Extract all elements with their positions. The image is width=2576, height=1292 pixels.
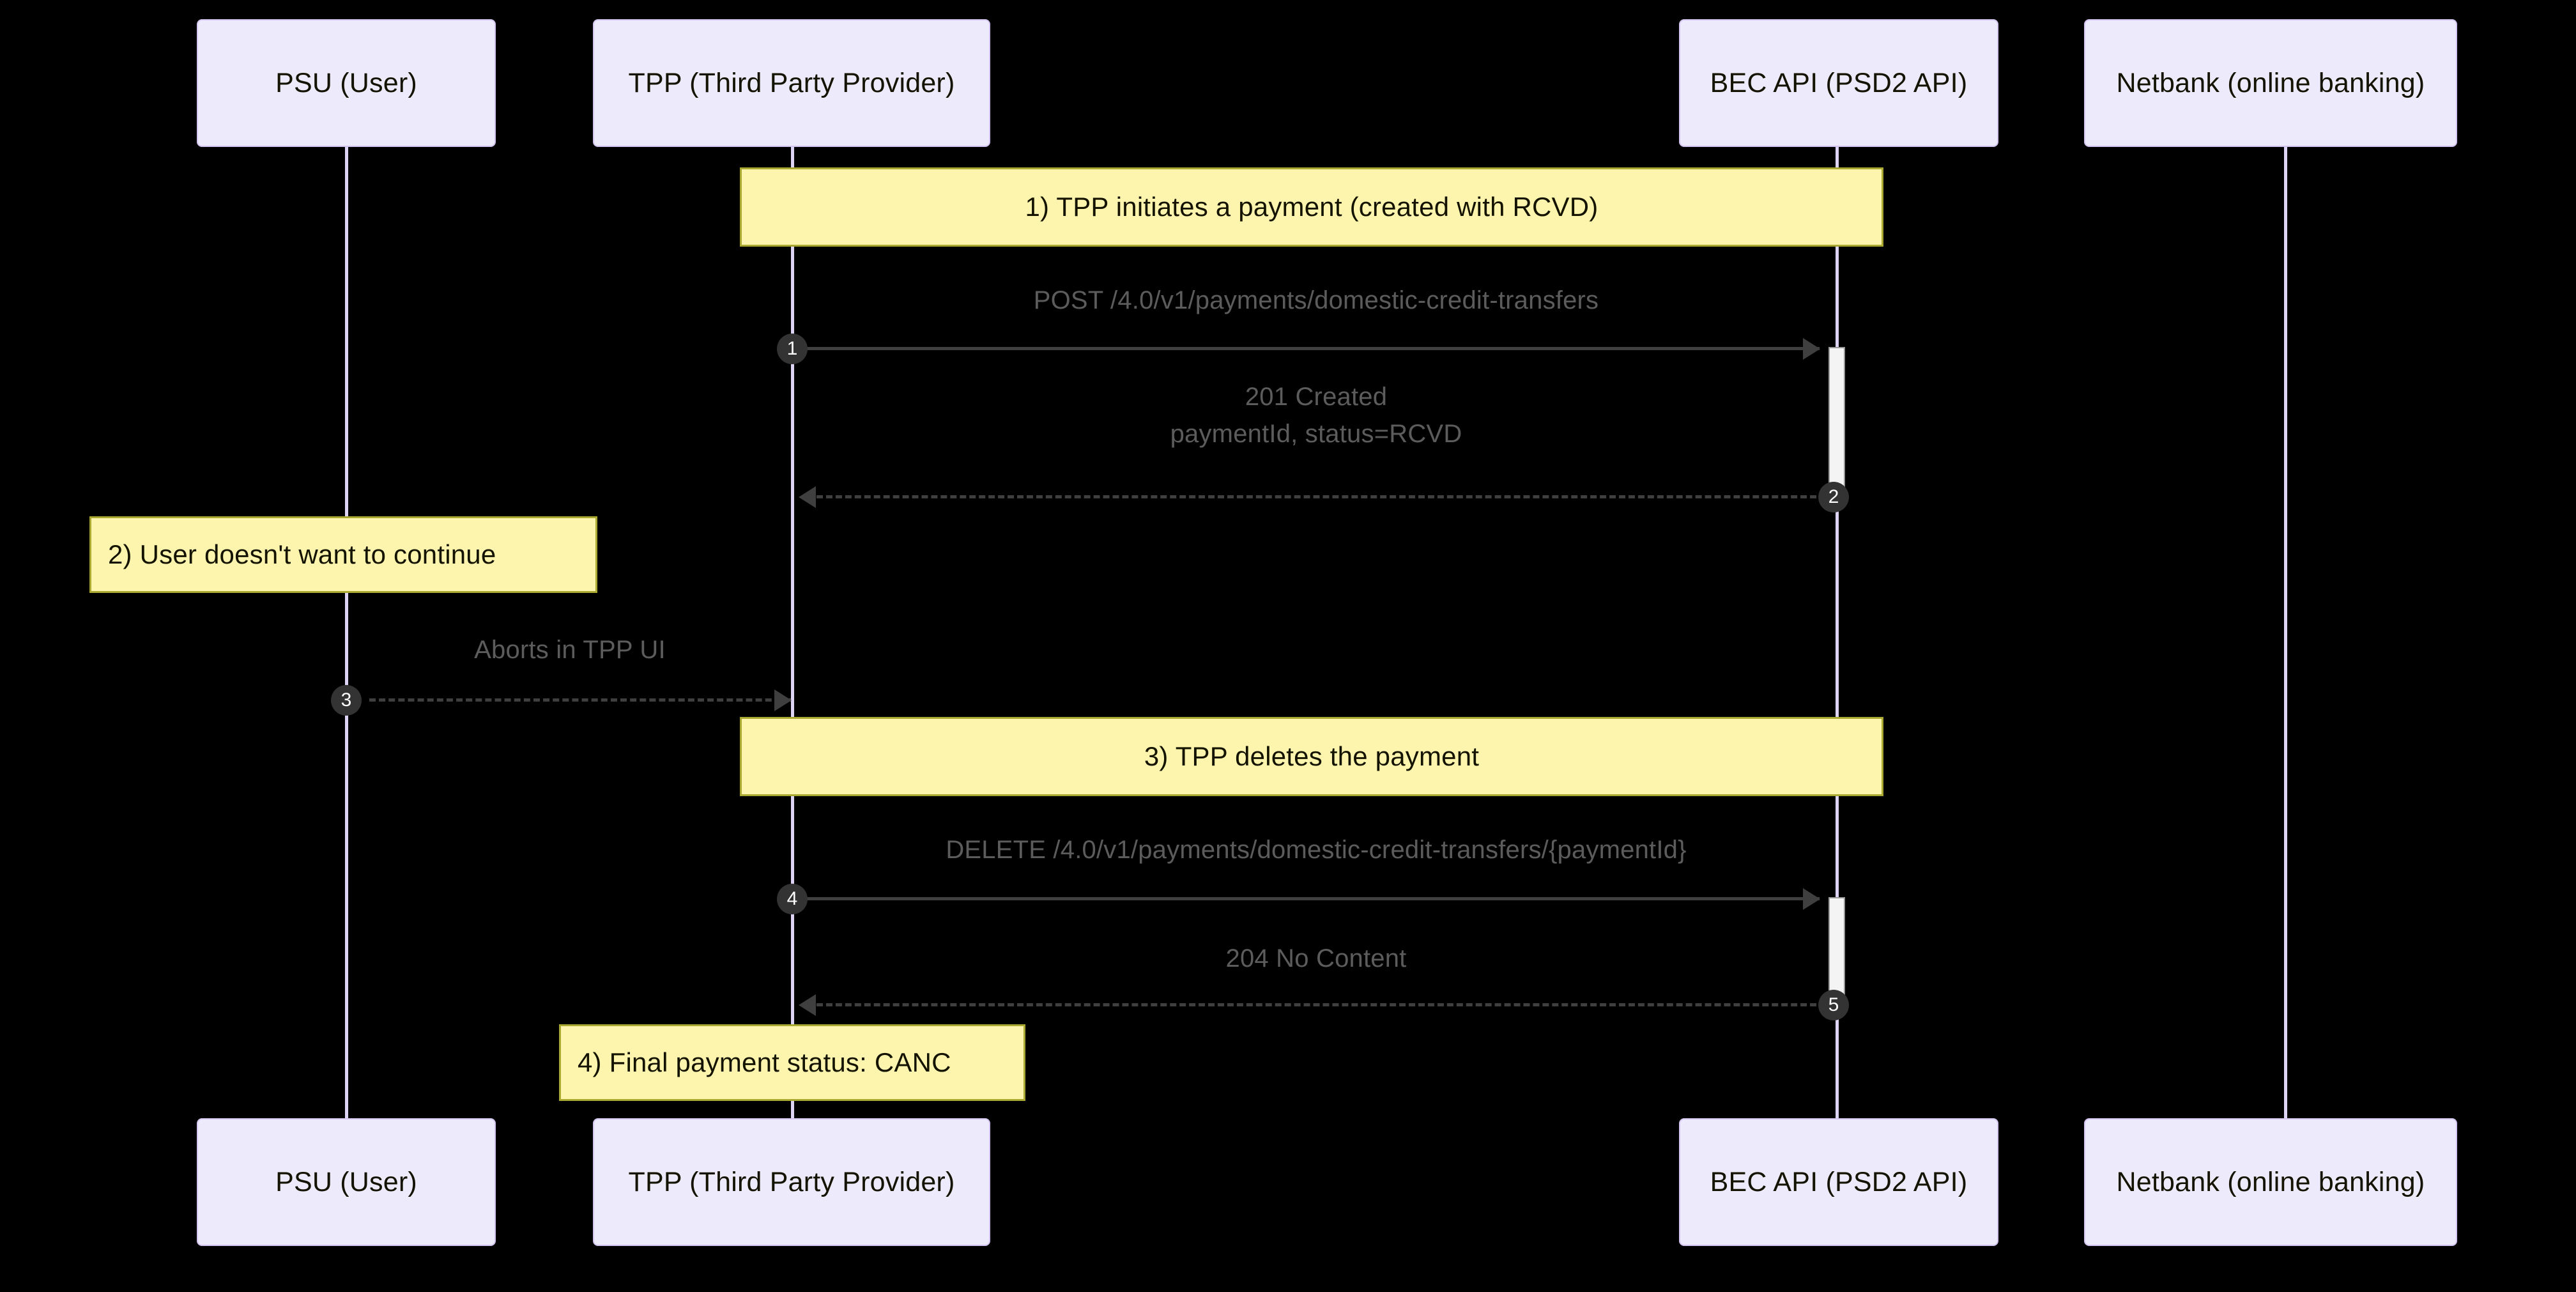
sequence-number-1: 1: [777, 334, 808, 364]
lifeline-tpp: [791, 147, 794, 1118]
lifeline-bec: [1836, 147, 1839, 1118]
note-text: 4) Final payment status: CANC: [578, 1047, 951, 1077]
note-tpp-deletes-payment: 3) TPP deletes the payment: [740, 717, 1883, 796]
lifeline-netbank: [2284, 147, 2287, 1118]
participant-label-netbank: Netbank (online banking): [2116, 1166, 2425, 1197]
message-label-1: POST /4.0/v1/payments/domestic-credit-tr…: [1033, 286, 1599, 314]
message-line-1: [797, 347, 1820, 350]
message-label-2: 201 Created paymentId, status=RCVD: [792, 378, 1840, 452]
participant-label-tpp: TPP (Third Party Provider): [628, 1166, 955, 1197]
participant-label-bec: BEC API (PSD2 API): [1710, 1166, 1968, 1197]
message-line-2: [816, 495, 1826, 498]
participant-box-psu-bottom[interactable]: PSU (User): [197, 1118, 496, 1246]
participant-label-psu: PSU (User): [275, 67, 417, 98]
note-text: 1) TPP initiates a payment (created with…: [1025, 192, 1598, 222]
note-text: 2) User doesn't want to continue: [108, 539, 496, 569]
participant-box-tpp-bottom[interactable]: TPP (Third Party Provider): [593, 1118, 990, 1246]
message-arrowhead-2: [799, 486, 816, 508]
participant-box-tpp-top[interactable]: TPP (Third Party Provider): [593, 19, 990, 147]
activation-bar-bec-1: [1828, 347, 1845, 500]
sequence-number-2: 2: [1818, 482, 1849, 512]
sequence-number-4: 4: [777, 884, 808, 914]
sequence-number-3: 3: [331, 685, 362, 716]
participant-box-bec-bottom[interactable]: BEC API (PSD2 API): [1679, 1118, 1998, 1246]
message-line-3: [369, 698, 791, 702]
message-label-3: Aborts in TPP UI: [474, 636, 666, 664]
participant-box-netbank-bottom[interactable]: Netbank (online banking): [2084, 1118, 2457, 1246]
message-label-2-line1: 201 Created: [1245, 383, 1388, 411]
note-user-aborts: 2) User doesn't want to continue: [89, 516, 597, 593]
message-label-2-line2: paymentId, status=RCVD: [1170, 420, 1462, 448]
message-line-5: [816, 1003, 1826, 1006]
participant-box-psu-top[interactable]: PSU (User): [197, 19, 496, 147]
participant-label-bec: BEC API (PSD2 API): [1710, 67, 1968, 98]
message-line-4: [797, 897, 1820, 900]
message-arrowhead-5: [799, 994, 816, 1016]
lifeline-psu: [345, 147, 348, 1118]
message-arrowhead-3: [774, 689, 792, 711]
sequence-number-5: 5: [1818, 990, 1849, 1020]
note-tpp-initiates-payment: 1) TPP initiates a payment (created with…: [740, 167, 1883, 247]
participant-box-netbank-top[interactable]: Netbank (online banking): [2084, 19, 2457, 147]
participant-label-netbank: Netbank (online banking): [2116, 67, 2425, 98]
participant-box-bec-top[interactable]: BEC API (PSD2 API): [1679, 19, 1998, 147]
note-final-payment-status: 4) Final payment status: CANC: [559, 1024, 1025, 1101]
message-arrowhead-4: [1803, 888, 1820, 910]
message-label-4: DELETE /4.0/v1/payments/domestic-credit-…: [946, 836, 1687, 864]
note-text: 3) TPP deletes the payment: [1144, 741, 1480, 771]
participant-label-tpp: TPP (Third Party Provider): [628, 67, 955, 98]
message-arrowhead-1: [1803, 338, 1820, 360]
message-label-5: 204 No Content: [1225, 944, 1407, 973]
participant-label-psu: PSU (User): [275, 1166, 417, 1197]
